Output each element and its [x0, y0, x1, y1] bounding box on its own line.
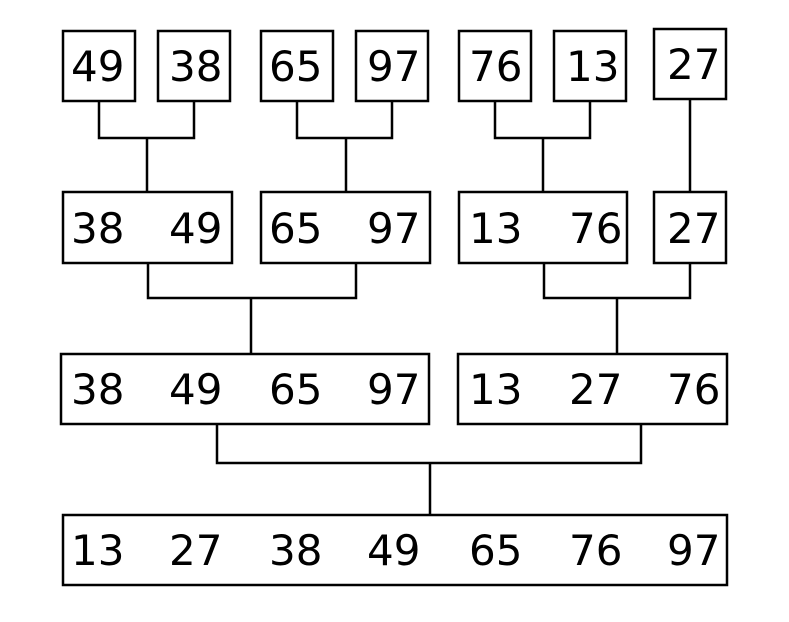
- number-cell: 38: [169, 42, 222, 91]
- level-2-group: 13 27 76: [456, 352, 729, 426]
- merge-connector-left-pairs: [146, 263, 358, 354]
- number-cell: 27: [569, 365, 622, 414]
- number-cell: 27: [667, 204, 720, 253]
- level-3-row: 13 27 38 49 65 76 97: [61, 513, 729, 587]
- level-1-row: 38 49 65 97 13 76 27: [61, 190, 728, 265]
- number-cell: 27: [667, 40, 720, 89]
- level-0-box: [61, 29, 137, 103]
- merge-connector-final: [215, 424, 643, 515]
- merge-connector-76-13: [493, 101, 592, 192]
- level-1-group: 65 97: [259, 190, 432, 265]
- level-2-group: 38 49 65 97: [59, 352, 431, 426]
- number-cell: 65: [269, 365, 322, 414]
- number-cell: 13: [71, 526, 124, 575]
- number-cell: 97: [367, 204, 420, 253]
- level-0-group: 97: [354, 29, 430, 103]
- level-0-box: [259, 29, 335, 103]
- number-cell: 97: [667, 526, 720, 575]
- number-cell: 65: [469, 526, 522, 575]
- number-cell: 76: [569, 526, 622, 575]
- level-0-box: [457, 29, 533, 103]
- number-cell: 13: [469, 365, 522, 414]
- merge-connector-65-97: [295, 101, 394, 192]
- level-0-group: 65: [259, 29, 335, 103]
- number-cell: 38: [269, 526, 322, 575]
- number-cell: 49: [71, 42, 124, 91]
- number-cell: 49: [169, 204, 222, 253]
- number-cell: 13: [566, 42, 619, 91]
- number-cell: 76: [469, 42, 522, 91]
- level-2-row: 38 49 65 97 13 27 76: [59, 352, 729, 426]
- level-0-group: 13: [552, 29, 628, 103]
- level-1-group: 38 49: [61, 190, 234, 265]
- level-0-group: 49: [61, 29, 137, 103]
- level-0-group: 76: [457, 29, 533, 103]
- level-0-box: [552, 29, 628, 103]
- number-cell: 49: [367, 526, 420, 575]
- level-0-row: 49 38 65 97 76 13 27: [61, 27, 728, 103]
- level-2-box: [59, 352, 431, 426]
- number-cell: 65: [269, 42, 322, 91]
- level-0-group: 38: [156, 29, 232, 103]
- number-cell: 27: [169, 526, 222, 575]
- level-0-group: 27: [652, 27, 728, 101]
- number-cell: 65: [269, 204, 322, 253]
- number-cell: 76: [667, 365, 720, 414]
- number-cell: 76: [569, 204, 622, 253]
- merge-connector-49-38: [97, 101, 196, 192]
- number-cell: 13: [469, 204, 522, 253]
- merge-connector-right-pairs: [542, 263, 692, 354]
- level-1-group: 27: [652, 190, 728, 265]
- level-2-box: [456, 352, 729, 426]
- level-3-group: 13 27 38 49 65 76 97: [61, 513, 729, 587]
- number-cell: 38: [71, 365, 124, 414]
- level-1-group: 13 76: [457, 190, 629, 265]
- level-1-box: [652, 190, 728, 265]
- number-cell: 97: [367, 42, 420, 91]
- level-1-box: [259, 190, 432, 265]
- level-1-box: [457, 190, 629, 265]
- level-0-box: [354, 29, 430, 103]
- level-0-box: [156, 29, 232, 103]
- number-cell: 38: [71, 204, 124, 253]
- number-cell: 97: [367, 365, 420, 414]
- level-0-box: [652, 27, 728, 101]
- level-1-box: [61, 190, 234, 265]
- connectors: [97, 99, 692, 515]
- level-3-box: [61, 513, 729, 587]
- number-cell: 49: [169, 365, 222, 414]
